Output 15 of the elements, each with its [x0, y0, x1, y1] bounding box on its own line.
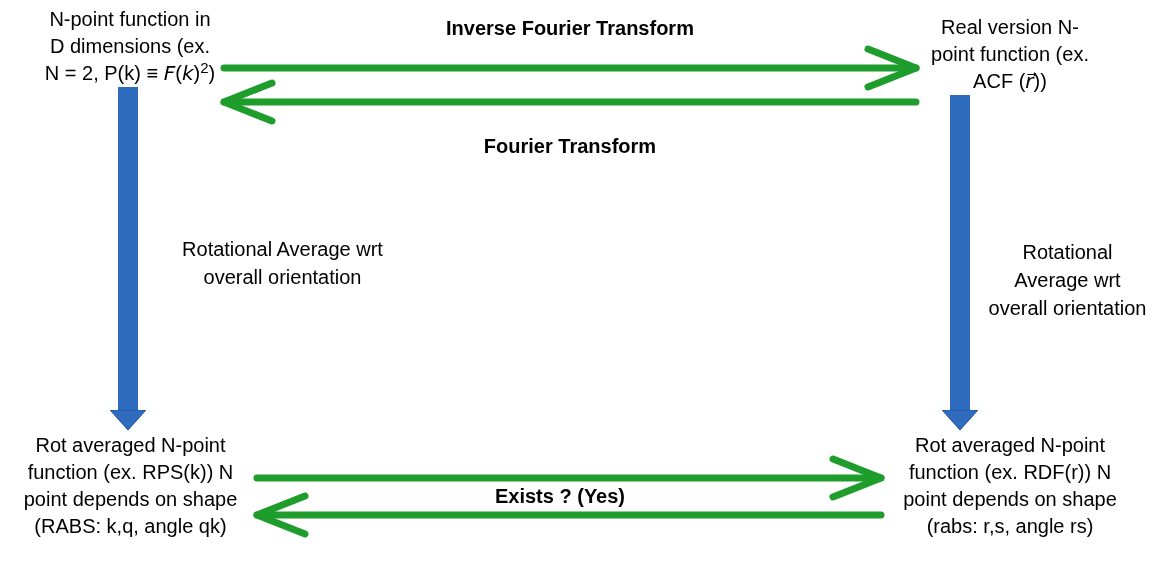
node-text: Rot averaged N-point function (ex. RPS(k)) N point depends on shape (RABS: k,q, angle qk)	[8, 432, 253, 540]
arrow	[253, 492, 885, 538]
edge-label: Rotational Average wrt overall orientation	[987, 240, 1148, 321]
node-text: Real version N-point function (ex. ACF (r⃗))	[920, 14, 1100, 95]
edge-label: Fourier Transform	[482, 134, 658, 159]
arrow	[941, 95, 979, 431]
arrow	[109, 87, 147, 431]
arrow	[253, 455, 885, 501]
node-text: Rot averaged N-point function (ex. RDF(r)) N point depends on shape (rabs: r,s, angle rs)	[885, 432, 1135, 540]
edge-label: Rotational Average wrt overall orientation	[181, 237, 384, 290]
arrow	[220, 45, 920, 91]
arrow	[220, 79, 920, 125]
edge-label: Exists ? (Yes)	[493, 484, 627, 509]
node-text: N-point function in D dimensions (ex. N = 2, P(k) ≡ F(k)$^{2}$)	[40, 6, 220, 87]
edge-label: Inverse Fourier Transform	[445, 16, 695, 41]
